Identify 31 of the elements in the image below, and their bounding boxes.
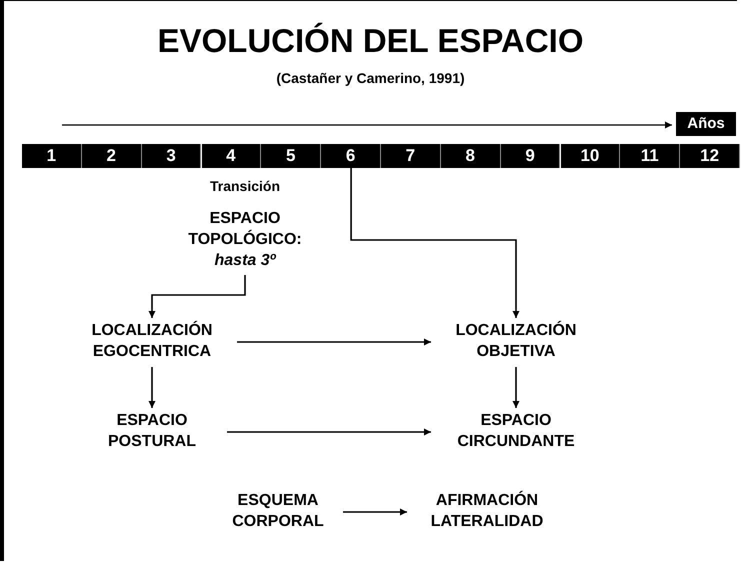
year-cell: 8 xyxy=(440,144,501,168)
year-cell: 3 xyxy=(142,144,202,168)
concept-text: ESPACIO POSTURAL xyxy=(82,410,222,454)
year-cell: 9 xyxy=(500,144,560,168)
concept-text: ESQUEMA CORPORAL xyxy=(218,490,338,534)
arrow xyxy=(343,508,407,516)
year-cell: 12 xyxy=(680,144,740,168)
year-cell: 6 xyxy=(321,144,381,168)
concept-text: LOCALIZACIÓN EGOCENTRICA xyxy=(72,320,232,364)
age-note: hasta 3º xyxy=(214,251,277,271)
year-cell: 2 xyxy=(82,144,142,168)
year-cell: 4 xyxy=(202,144,262,168)
citation: (Castañer y Camerino, 1991) xyxy=(275,70,466,86)
arrow xyxy=(227,428,431,436)
unit-tag: Años xyxy=(676,112,736,136)
concept-text: LOCALIZACIÓN OBJETIVA xyxy=(436,320,596,364)
year-cell: 1 xyxy=(22,144,82,168)
year-cell: 11 xyxy=(620,144,680,168)
year-cell: 5 xyxy=(261,144,322,168)
year-cell: 7 xyxy=(381,144,441,168)
arrow xyxy=(350,168,520,318)
arrow xyxy=(148,275,246,318)
arrow xyxy=(148,367,156,408)
stage-label: Transición xyxy=(208,178,282,194)
concept-text: ESPACIO TOPOLÓGICO: xyxy=(187,209,303,250)
year-cell: 10 xyxy=(560,144,620,168)
concept-text: ESPACIO CIRCUNDANTE xyxy=(436,410,596,454)
arrow xyxy=(237,338,431,346)
concept-text: AFIRMACIÓN LATERALIDAD xyxy=(412,490,562,534)
title: EVOLUCIÓN DEL ESPACIO xyxy=(156,22,584,60)
arrow xyxy=(512,367,520,408)
